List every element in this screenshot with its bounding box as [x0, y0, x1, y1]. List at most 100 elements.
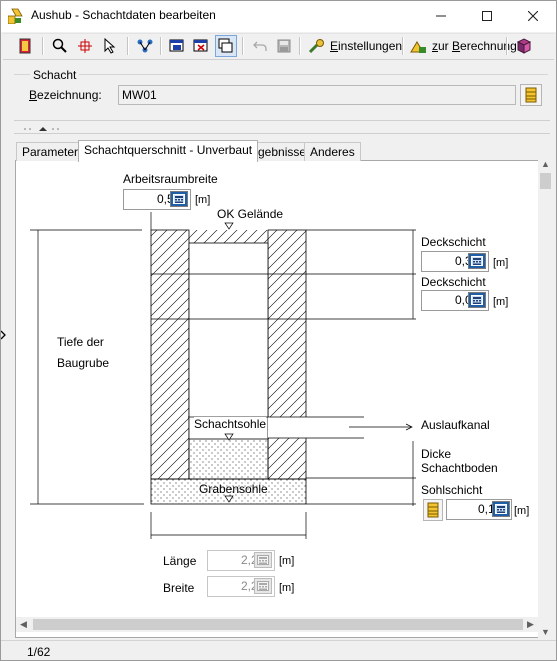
auslaufkanal-label: Auslaufkanal [421, 418, 490, 432]
close-button[interactable] [510, 0, 556, 32]
horizontal-scroll-thumb[interactable] [33, 619, 523, 630]
scroll-up-arrow-icon[interactable]: ▲ [541, 158, 550, 169]
title-bar [0, 0, 557, 32]
close-icon [528, 11, 538, 21]
breite-label: Breite [163, 581, 195, 595]
unit-label: [m] [493, 257, 509, 269]
ok-gelaende-label: OK Gelände [217, 207, 284, 221]
group-border [14, 74, 548, 75]
toolbar-separator [160, 37, 161, 55]
splitter-grip-icon [24, 127, 59, 131]
deckschicht1-calc-button[interactable] [468, 253, 486, 269]
shaft-floor [188, 438, 269, 480]
calculator-icon [257, 581, 269, 591]
network-icon [137, 39, 153, 53]
sohlschicht-material-button[interactable] [423, 499, 443, 521]
calculation-icon [410, 41, 426, 53]
calculation-label: zur Berechnung [432, 39, 517, 53]
laenge-label: Länge [163, 554, 197, 568]
scroll-down-arrow-icon[interactable]: ▼ [541, 626, 550, 637]
magnifier-icon [52, 38, 67, 53]
crosshair-icon [78, 39, 92, 53]
help-book-button[interactable] [513, 35, 535, 57]
save-icon [277, 39, 291, 53]
window-button[interactable] [166, 35, 188, 57]
breite-calc-button[interactable] [254, 578, 272, 594]
vertical-scroll-thumb[interactable] [540, 173, 551, 189]
window-title: Aushub - Schachtdaten bearbeiten [31, 8, 216, 22]
minimize-icon [436, 15, 446, 17]
sohlschicht-label: Sohlschicht [421, 483, 483, 497]
window-close-icon [193, 39, 208, 52]
dicke-label-line1: Dicke [421, 447, 452, 461]
tab-schachtquerschnitt[interactable]: Schachtquerschnitt - Unverbaut [78, 140, 259, 162]
page-counter: 1/62 [27, 645, 51, 659]
window-icon [169, 39, 184, 52]
dicke-label-line2: Schachtboden [421, 461, 498, 475]
settings-label: Einstellungen [330, 39, 403, 53]
bezeichnung-field[interactable]: MW01 [118, 85, 516, 105]
unit-label: [m] [279, 555, 295, 567]
scroll-left-arrow-icon[interactable]: ◀ [20, 619, 27, 629]
outlet-pipe [268, 417, 364, 438]
calculator-icon [173, 194, 185, 204]
cascade-windows-icon [218, 38, 233, 53]
toolbar-separator [127, 37, 128, 55]
level-marker-icon [224, 495, 234, 503]
zoom-button[interactable] [49, 35, 71, 57]
calculation-button[interactable]: zur Berechnung [407, 35, 520, 57]
grabensohle-label: Grabensohle [199, 482, 268, 496]
calculator-icon [471, 256, 483, 266]
schacht-group-title: Schacht [30, 68, 80, 82]
unit-label: [m] [493, 296, 509, 308]
unit-label: [m] [279, 582, 295, 594]
calculator-icon [257, 555, 269, 565]
vertical-scrollbar[interactable]: ▲ ▼ [538, 156, 553, 639]
bezeichnung-browse-button[interactable] [520, 84, 542, 106]
sohlschicht-calc-button[interactable] [492, 501, 510, 517]
toolbar-separator [402, 37, 403, 55]
tiefe-label-line1: Tiefe der [57, 335, 104, 349]
exit-button[interactable] [14, 35, 36, 57]
save-button[interactable] [273, 35, 295, 57]
tab-anderes[interactable]: Anderes [304, 142, 361, 161]
toolbar-separator [506, 37, 507, 55]
undo-button[interactable] [249, 35, 271, 57]
pointer-button[interactable] [99, 35, 121, 57]
unit-label: [m] [514, 505, 530, 517]
cross-section-drawing [30, 212, 416, 539]
status-bar [0, 640, 557, 661]
cascade-windows-button[interactable] [215, 35, 237, 57]
crosshair-button[interactable] [74, 35, 96, 57]
arbeitsraumbreite-calc-button[interactable] [170, 191, 188, 207]
unit-label: [m] [195, 194, 211, 206]
window-close-button[interactable] [190, 35, 212, 57]
tiefe-label-line2: Baugrube [57, 356, 110, 370]
deckschicht1-label: Deckschicht [421, 235, 486, 249]
toolbar-separator [242, 37, 243, 55]
left-panel-handle[interactable] [0, 320, 10, 350]
deckschicht2-calc-button[interactable] [468, 292, 486, 308]
panel-splitter[interactable] [14, 120, 550, 134]
settings-button[interactable]: Einstellungen [305, 35, 405, 57]
app-icon [7, 7, 24, 25]
undo-icon [253, 41, 267, 51]
scroll-right-arrow-icon[interactable]: ▶ [527, 619, 534, 629]
calculator-icon [471, 295, 483, 305]
calculator-icon [495, 504, 507, 514]
toolbar-separator [42, 37, 43, 55]
tab-parameter[interactable]: Parameter [16, 142, 85, 161]
stack-icon [427, 502, 439, 518]
help-book-icon [516, 38, 532, 54]
right-wall [267, 229, 307, 480]
network-button[interactable] [134, 35, 156, 57]
maximize-button[interactable] [464, 0, 510, 32]
minimize-button[interactable] [418, 0, 464, 32]
horizontal-scrollbar[interactable]: ◀ ▶ [16, 617, 538, 632]
settings-icon [308, 39, 324, 54]
exit-door-icon [19, 38, 31, 54]
level-marker-icon [224, 222, 234, 230]
pointer-icon [104, 38, 116, 54]
laenge-calc-button[interactable] [254, 552, 272, 568]
toolbar-separator [299, 37, 300, 55]
